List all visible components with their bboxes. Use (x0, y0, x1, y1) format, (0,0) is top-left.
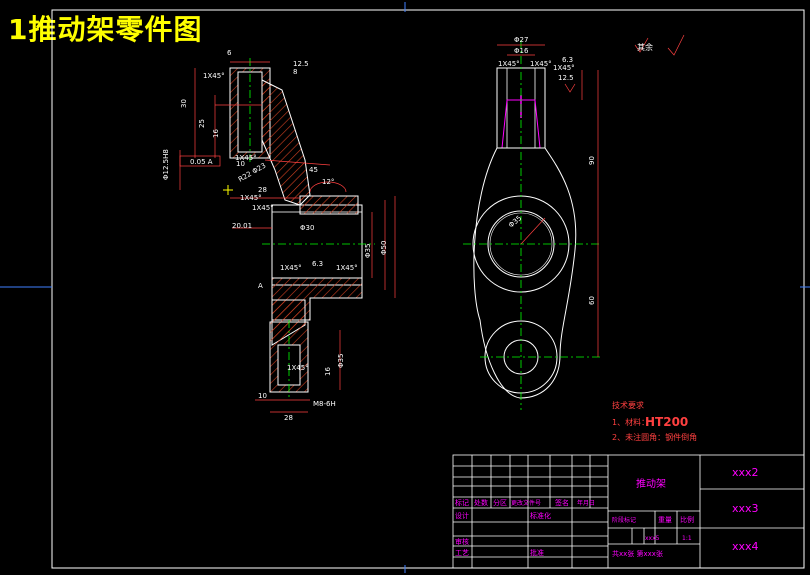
title-block-texts: 推动架 标记 处数 分区 更改文件号 签名 年月日 设计 标准化 审核 工艺 批… (455, 466, 759, 558)
tech-req-material: HT200 (645, 415, 688, 429)
dim-text: 12.5 (293, 60, 309, 68)
dim-text: 10 (258, 392, 267, 400)
stage-label: 阶段标记 (612, 516, 636, 524)
dim-text: 6.3 (562, 56, 573, 64)
dim-text: 1X45° (336, 264, 358, 272)
approve-label: 批准 (530, 548, 544, 557)
dim-text: 1X45° (203, 72, 225, 80)
drawing-code-2: xxx2 (732, 466, 759, 479)
dim-text: 8 (293, 68, 297, 76)
dim-text: Φ12.5H8 (162, 149, 170, 180)
weight-value: xxx5 (645, 535, 660, 542)
drawing-code-4: xxx4 (732, 540, 759, 553)
dim-text: 60 (588, 296, 596, 305)
drawing-code-3: xxx3 (732, 502, 759, 515)
page-title: 1推动架零件图 (8, 13, 203, 46)
dim-text: 16 (324, 367, 332, 376)
dim-text: 1X45° (530, 60, 552, 68)
dim-text: Φ50 (380, 241, 388, 255)
header-cell: 年月日 (577, 499, 595, 507)
dim-text: 25 (198, 119, 206, 128)
header-cell: 标记 (455, 498, 469, 507)
left-dimension-texts: 6 1X45° 12.5 8 30 25 16 1X45° Φ12.5H8 10… (162, 49, 388, 422)
dim-text: 6 (227, 49, 232, 57)
dim-text: 0.05 A (190, 158, 213, 166)
dim-text: 12° (322, 178, 334, 186)
header-cell: 签名 (555, 498, 569, 507)
right-front-view (463, 34, 685, 410)
dim-text: 12.5 (558, 74, 574, 82)
dim-text: Φ35 (337, 354, 345, 368)
design-label: 设计 (455, 511, 469, 520)
left-section-view (179, 58, 396, 413)
weight-label: 重量 (658, 516, 672, 524)
roughness-note: 其余 (637, 42, 653, 52)
title-block (452, 454, 805, 569)
dim-text: 6.3 (312, 260, 323, 268)
dim-text: 10 (236, 160, 245, 168)
dim-text: A (258, 282, 263, 290)
dim-text: 1X45° (287, 364, 309, 372)
dim-text: Φ16 (514, 47, 529, 55)
dim-text: 90 (588, 156, 596, 165)
drawing-frame (51, 9, 805, 569)
header-cell: 处数 (474, 498, 488, 507)
standardization-label: 标准化 (530, 511, 551, 520)
dim-text: 1X45° (252, 204, 274, 212)
dim-text: 45 (309, 166, 318, 174)
dim-text: Φ27 (514, 36, 528, 44)
dim-text: 28 (258, 186, 267, 194)
process-label: 工艺 (455, 549, 469, 557)
dim-text: 1X45° (240, 194, 262, 202)
tech-req-line1-prefix: 1、材料： (612, 417, 649, 427)
check-label: 审核 (455, 537, 469, 546)
dim-text: 16 (212, 129, 220, 138)
dim-text: 20.01 (232, 222, 252, 230)
tech-req-heading: 技术要求 (612, 400, 644, 410)
dim-text: 28 (284, 414, 293, 422)
tech-req-line2: 2、未注圆角：钢件倒角 (612, 432, 697, 442)
technical-requirements: 技术要求 1、材料： HT200 2、未注圆角：钢件倒角 (612, 400, 697, 442)
scale-label: 比例 (680, 515, 694, 524)
scale-value: 1:1 (682, 535, 692, 542)
dim-text: 1X45° (235, 154, 257, 162)
sheet-info: 共xx张 第xxx张 (612, 549, 663, 558)
dim-text: 1X45° (553, 64, 575, 72)
dim-text: 30 (180, 99, 188, 108)
dim-text: 1X45° (498, 60, 520, 68)
dim-text: M8-6H (313, 400, 336, 408)
part-name: 推动架 (636, 477, 666, 490)
dim-text: Φ35 (364, 244, 372, 258)
dim-text: Φ30 (300, 224, 314, 232)
dim-text: 1X45° (280, 264, 302, 272)
header-cell: 分区 (493, 498, 507, 507)
header-cell: 更改文件号 (511, 499, 541, 507)
